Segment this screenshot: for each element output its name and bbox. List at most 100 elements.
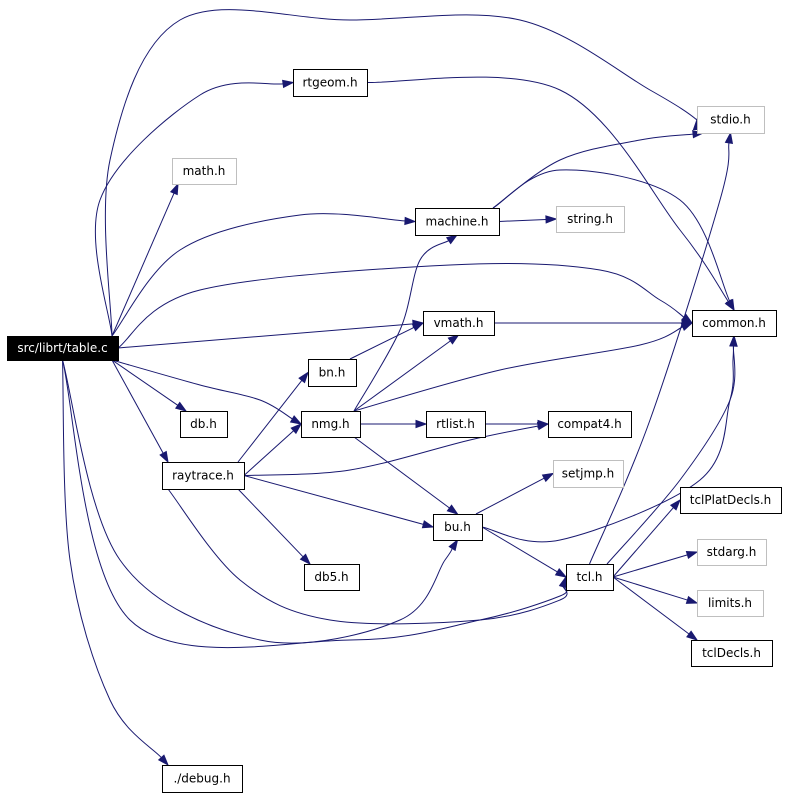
node-stdio-h[interactable]: stdio.h [697, 106, 765, 134]
node-label: stdarg.h [707, 545, 757, 559]
node-box [553, 460, 624, 488]
nodes: src/librt/table.c rtgeom.h stdio.h math.h ma… [7, 69, 782, 793]
edge-tcl_h-to-tclPlatDecls_h [612, 498, 681, 578]
node-box [415, 208, 500, 236]
edge-line [104, 9, 701, 337]
edge-line [481, 526, 558, 573]
edge-line [237, 380, 303, 463]
node-math-h[interactable]: math.h [172, 158, 237, 185]
edge-raytrace_h-to-bn_h [237, 371, 309, 463]
arrowhead-icon [404, 216, 417, 226]
node-bn-h[interactable]: bn.h [308, 359, 357, 387]
node-table-c[interactable]: src/librt/table.c [7, 336, 119, 361]
edge-table_c-to-common_h [117, 263, 694, 349]
node-label: stdio.h [710, 113, 750, 127]
arrowhead-icon [421, 520, 435, 529]
node-box [691, 640, 773, 667]
node-label: raytrace.h [172, 469, 234, 483]
node-db5-h[interactable]: db5.h [304, 564, 360, 591]
node-box [697, 106, 765, 134]
edge-line [111, 213, 406, 337]
node-stdarg-h[interactable]: stdarg.h [697, 539, 767, 566]
node-string-h[interactable]: string.h [556, 206, 625, 233]
node-limits-h[interactable]: limits.h [697, 590, 764, 617]
arrowhead-icon [536, 421, 550, 431]
arrowhead-icon [669, 498, 681, 511]
node-box [308, 359, 357, 387]
edge-line [612, 554, 688, 578]
edge-rtgeom_h-to-common_h [366, 76, 735, 312]
edge-line [111, 192, 175, 337]
edge-nmg_h-to-rtlist_h [360, 419, 428, 429]
node-compat4-h[interactable]: compat4.h [548, 411, 632, 438]
node-tclDecls-h[interactable]: tclDecls.h [691, 640, 773, 667]
edge-raytrace_h-to-compat4_h [243, 421, 550, 476]
edge-line [498, 218, 547, 222]
node-box [433, 514, 483, 541]
node-label: tcl.h [576, 570, 602, 584]
node-label: db5.h [314, 570, 348, 584]
node-label: db.h [190, 417, 217, 431]
node-label: bu.h [444, 520, 471, 534]
edge-tcl_h-to-stdarg_h [612, 550, 699, 578]
edge-line [117, 323, 414, 349]
edge-raytrace_h-to-bu_h [243, 475, 435, 529]
edge-line [492, 169, 731, 302]
node-label: ./debug.h [173, 772, 230, 786]
node-raytrace-h[interactable]: raytrace.h [162, 462, 245, 490]
arrowhead-icon [724, 131, 734, 145]
node-setjmp-h[interactable]: setjmp.h [553, 460, 624, 488]
edge-line [353, 436, 450, 509]
node-bu-h[interactable]: bu.h [433, 514, 483, 541]
edge-line [243, 475, 424, 525]
node-label: src/librt/table.c [17, 341, 107, 355]
node-debug-h[interactable]: ./debug.h [162, 765, 243, 793]
node-box [162, 765, 243, 793]
edge-table_c-to-machine_h [111, 213, 417, 337]
edge-table_c-to-raytrace_h [111, 359, 169, 464]
arrowhead-icon [157, 754, 170, 767]
edge-line [612, 576, 688, 601]
arrowhead-icon [541, 472, 555, 483]
node-db-h[interactable]: db.h [180, 411, 228, 438]
node-label: tclPlatDecls.h [690, 493, 772, 507]
arrowhead-icon [159, 450, 169, 464]
node-rtlist-h[interactable]: rtlist.h [426, 411, 486, 438]
arrowhead-icon [411, 322, 425, 332]
node-box [180, 411, 228, 438]
edge-table_c-to-tcl_h [62, 359, 568, 649]
arrowhead-icon [298, 371, 309, 384]
node-label: rtlist.h [436, 417, 475, 431]
edge-line [349, 326, 415, 360]
node-machine-h[interactable]: machine.h [415, 208, 500, 236]
edge-machine_h-to-stdio_h [492, 129, 705, 209]
node-tcl-h[interactable]: tcl.h [566, 564, 614, 591]
node-box [692, 310, 777, 337]
node-vmath-h[interactable]: vmath.h [423, 311, 495, 336]
edge-bn_h-to-vmath_h [349, 322, 425, 360]
node-rtgeom-h[interactable]: rtgeom.h [293, 69, 368, 97]
edge-nmg_h-to-bu_h [353, 436, 459, 515]
node-box [680, 487, 782, 514]
node-box [304, 564, 360, 591]
edge-line [481, 345, 735, 543]
arrowhead-icon [447, 334, 460, 345]
edge-line [353, 340, 451, 412]
node-box [548, 411, 632, 438]
arrowhead-icon [545, 215, 558, 224]
node-nmg-h[interactable]: nmg.h [301, 411, 361, 438]
arrowhead-icon [169, 182, 179, 196]
node-common-h[interactable]: common.h [692, 310, 777, 337]
edge-line [606, 345, 736, 565]
edge-line [167, 488, 568, 625]
arrowhead-icon [680, 322, 694, 331]
edge-machine_h-to-common_h [492, 169, 735, 312]
node-label: math.h [183, 164, 226, 178]
edge-table_c-to-db_h [111, 359, 188, 412]
arrowhead-icon [686, 630, 699, 641]
arrowhead-icon [448, 538, 459, 552]
node-tclPlatDecls-h[interactable]: tclPlatDecls.h [680, 487, 782, 514]
edge-line [353, 240, 449, 412]
edge-table_c-to-bu_h [62, 359, 459, 644]
